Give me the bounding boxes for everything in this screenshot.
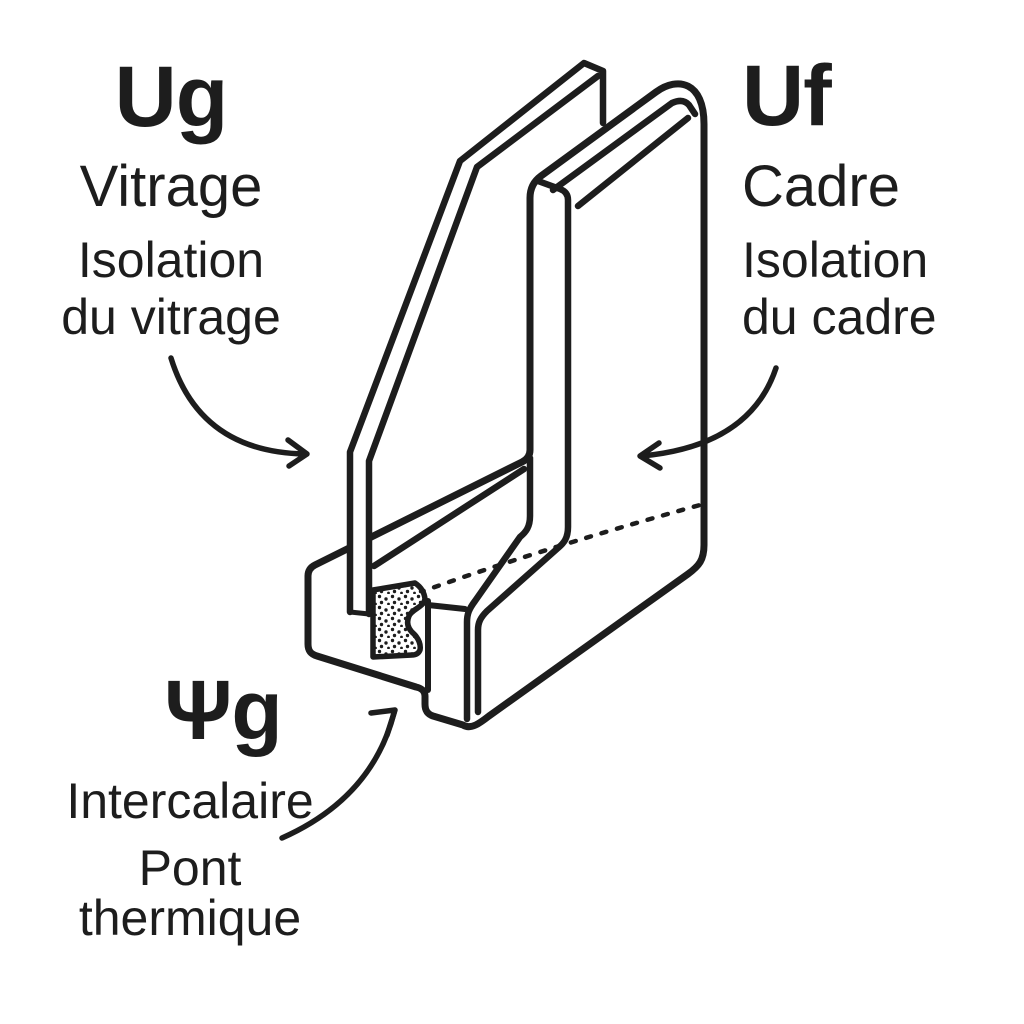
glazing-description-line1: Isolation	[77, 232, 265, 288]
uf-arrow	[637, 365, 779, 471]
psi-arrow	[279, 707, 398, 841]
glazing-pane	[346, 59, 607, 618]
glazing-component-label: Vitrage	[79, 154, 263, 219]
frame-description-line2: du cadre	[742, 289, 937, 345]
spacer-description-line2: thermique	[78, 890, 302, 946]
sealant-dotted-line	[401, 502, 703, 601]
spacer-coefficient: Ψg	[164, 663, 282, 757]
frame-description-line1: Isolation	[742, 232, 929, 288]
frame-coefficient: Uf	[742, 48, 832, 144]
spacer-seal	[370, 580, 428, 660]
frame-profile	[304, 80, 708, 731]
spacer-component-label: Intercalaire	[66, 773, 314, 829]
frame-component-label: Cadre	[742, 154, 900, 219]
glazing-description-line2: du vitrage	[61, 289, 281, 345]
spacer-description-line1: Pont	[138, 840, 242, 896]
glazing-coefficient: Ug	[114, 49, 229, 145]
ug-arrow	[168, 355, 310, 469]
